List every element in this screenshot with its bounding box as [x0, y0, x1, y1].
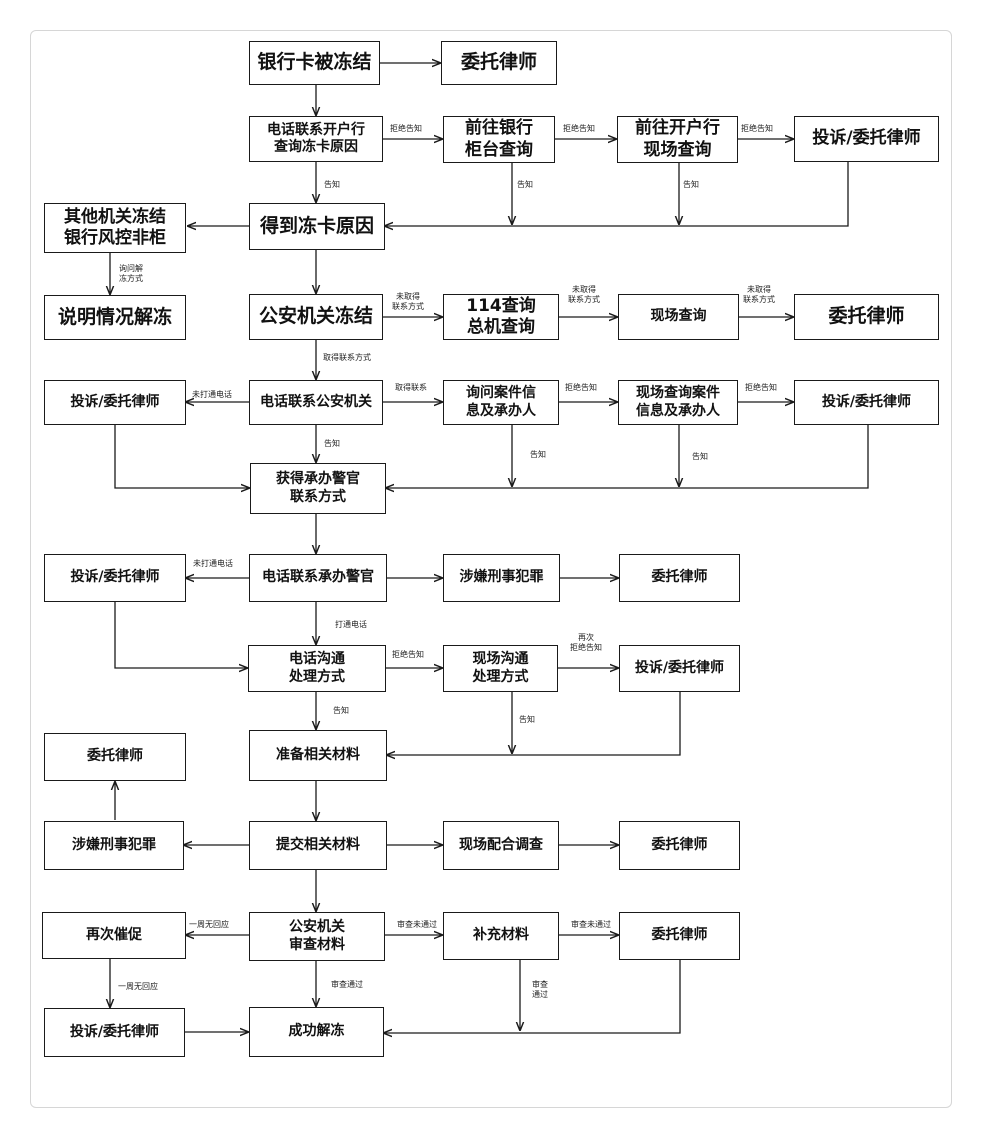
edge-label: 告知	[683, 180, 699, 189]
node-supplement-materials: 补充材料	[443, 912, 559, 960]
edge-label: 告知	[324, 439, 340, 448]
node-go-bank-counter: 前往银行 柜台查询	[443, 116, 555, 163]
edge-label: 告知	[530, 450, 546, 459]
edge-label: 未打通电话	[192, 390, 232, 399]
node-hire-lawyer-2: 委托律师	[794, 294, 939, 340]
edge-label: 告知	[519, 715, 535, 724]
node-complain-lawyer-3: 投诉/委托律师	[794, 380, 939, 425]
node-complain-lawyer-4: 投诉/委托律师	[44, 554, 186, 602]
node-police-review: 公安机关 审查材料	[249, 912, 385, 961]
node-114-query: 114查询 总机查询	[443, 294, 559, 340]
edge-label: 未取得 联系方式	[743, 285, 775, 305]
edge	[385, 162, 849, 226]
edge-label: 审查未通过	[397, 920, 437, 929]
edge-label: 告知	[324, 180, 340, 189]
node-hire-lawyer-4: 委托律师	[44, 733, 186, 781]
node-hire-lawyer-6: 委托律师	[619, 912, 740, 960]
node-other-authority: 其他机关冻结 银行风控非柜	[44, 203, 186, 253]
node-suspected-crime-2: 涉嫌刑事犯罪	[44, 821, 184, 870]
edge	[114, 602, 247, 668]
node-unfreeze-success: 成功解冻	[249, 1007, 384, 1057]
node-call-bank: 电话联系开户行 查询冻卡原因	[249, 116, 383, 162]
node-complain-lawyer: 投诉/委托律师	[794, 116, 939, 162]
node-onsite-case-info: 现场查询案件 信息及承办人	[618, 380, 738, 425]
node-onsite-communicate: 现场沟通 处理方式	[443, 645, 558, 692]
node-call-police: 电话联系公安机关	[249, 380, 383, 425]
node-get-reason: 得到冻卡原因	[249, 203, 385, 250]
node-ask-case-info: 询问案件信 息及承办人	[443, 380, 559, 425]
edge-label: 未取得 联系方式	[392, 292, 424, 312]
node-police-frozen: 公安机关冻结	[249, 294, 383, 340]
edge-label: 拒绝告知	[563, 124, 595, 133]
edge	[114, 425, 249, 488]
edge-label: 告知	[333, 706, 349, 715]
node-get-officer-contact: 获得承办警官 联系方式	[250, 463, 386, 514]
node-submit-materials: 提交相关材料	[249, 821, 387, 870]
edge-label: 取得联系方式	[323, 353, 371, 362]
edge	[387, 692, 681, 755]
edge-label: 拒绝告知	[392, 650, 424, 659]
edge	[384, 960, 681, 1033]
node-explain-unfreeze: 说明情况解冻	[44, 295, 186, 340]
node-prepare-materials: 准备相关材料	[249, 730, 387, 781]
edge-label: 审查通过	[331, 980, 363, 989]
node-onsite-query: 现场查询	[618, 294, 739, 340]
node-bank-card-frozen: 银行卡被冻结	[249, 41, 380, 85]
edge-label: 未取得 联系方式	[568, 285, 600, 305]
edge-label: 审查 通过	[532, 980, 548, 1000]
edge-label: 拒绝告知	[741, 124, 773, 133]
node-complain-lawyer-2: 投诉/委托律师	[44, 380, 186, 425]
edge-label: 取得联系	[395, 383, 427, 392]
edge	[386, 425, 869, 488]
edge-label: 拒绝告知	[390, 124, 422, 133]
edge-label: 告知	[517, 180, 533, 189]
edge-label: 再次 拒绝告知	[570, 633, 602, 653]
node-suspected-crime: 涉嫌刑事犯罪	[443, 554, 560, 602]
node-call-officer: 电话联系承办警官	[249, 554, 387, 602]
node-cooperate-investigation: 现场配合调查	[443, 821, 559, 870]
edge-label: 未打通电话	[193, 559, 233, 568]
edge-label: 拒绝告知	[565, 383, 597, 392]
edge-label: 询问解 冻方式	[119, 264, 143, 284]
node-hire-lawyer: 委托律师	[441, 41, 557, 85]
node-complain-lawyer-6: 投诉/委托律师	[44, 1008, 185, 1057]
node-hire-lawyer-5: 委托律师	[619, 821, 740, 870]
node-phone-communicate: 电话沟通 处理方式	[248, 645, 386, 692]
edge-label: 一周无回应	[118, 982, 158, 991]
edge-label: 拒绝告知	[745, 383, 777, 392]
node-go-opening-bank: 前往开户行 现场查询	[617, 116, 738, 163]
edge-label: 打通电话	[335, 620, 367, 629]
node-urge-again: 再次催促	[42, 912, 186, 959]
node-hire-lawyer-3: 委托律师	[619, 554, 740, 602]
edge-label: 一周无回应	[189, 920, 229, 929]
node-complain-lawyer-5: 投诉/委托律师	[619, 645, 740, 692]
edge-label: 审查未通过	[571, 920, 611, 929]
edge-label: 告知	[692, 452, 708, 461]
